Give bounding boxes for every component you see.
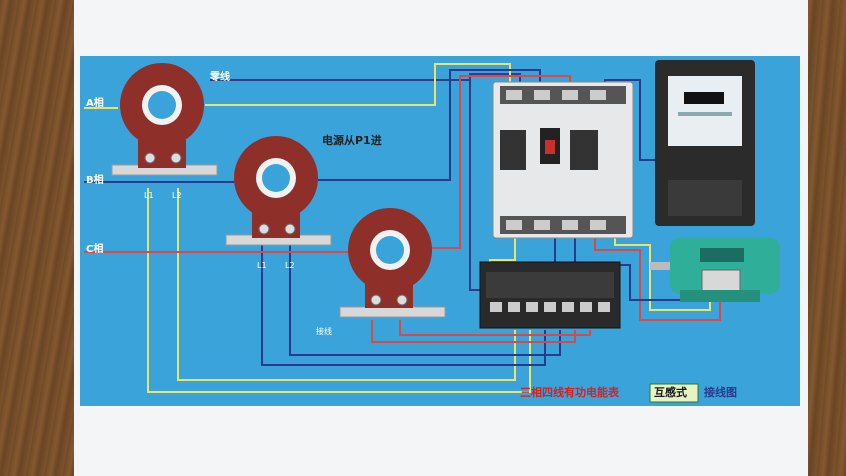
caption-diagram-word: 接线图 [704,386,737,399]
ct-a-mark-2: L2 [172,191,182,200]
label-phase-c: C相 [86,244,104,255]
caption-meter-name: 三相四线有功电能表 [520,386,619,399]
wood-background-right [804,0,846,476]
terminal-block [479,261,621,329]
phase-a-wire-2 [147,188,531,393]
energy-meter [655,60,755,226]
phase-c-wire-3 [399,320,591,336]
phase-a-wire-3 [177,188,516,381]
neutral-wire-2 [469,74,480,291]
caption-highlight-box [649,383,699,403]
current-transformer-b [225,136,332,246]
label-phase-b: B相 [86,175,104,186]
circuit-breaker [492,81,634,239]
label-phase-a: A相 [86,98,104,109]
label-power-in: 电源从P1进 [322,134,382,147]
current-transformer-a [111,63,218,176]
small-tag: 接线 [316,327,332,336]
caption-type: 互感式 [654,386,687,399]
current-transformer-c [339,208,446,318]
ct-a-mark-1: L1 [144,191,154,200]
breaker-to-motor-wire-3 [594,238,721,321]
phase-c-wire-main [430,75,571,249]
motor [650,238,780,302]
phase-a-wire-main [205,63,511,106]
breaker-to-motor-wire-4 [614,238,711,311]
ct-b-mark-1: L1 [257,261,267,270]
label-neutral: 零线 [210,72,230,83]
phase-b-wire-2 [261,240,546,366]
wood-background-left [0,0,80,476]
ct-b-mark-2: L2 [285,261,295,270]
